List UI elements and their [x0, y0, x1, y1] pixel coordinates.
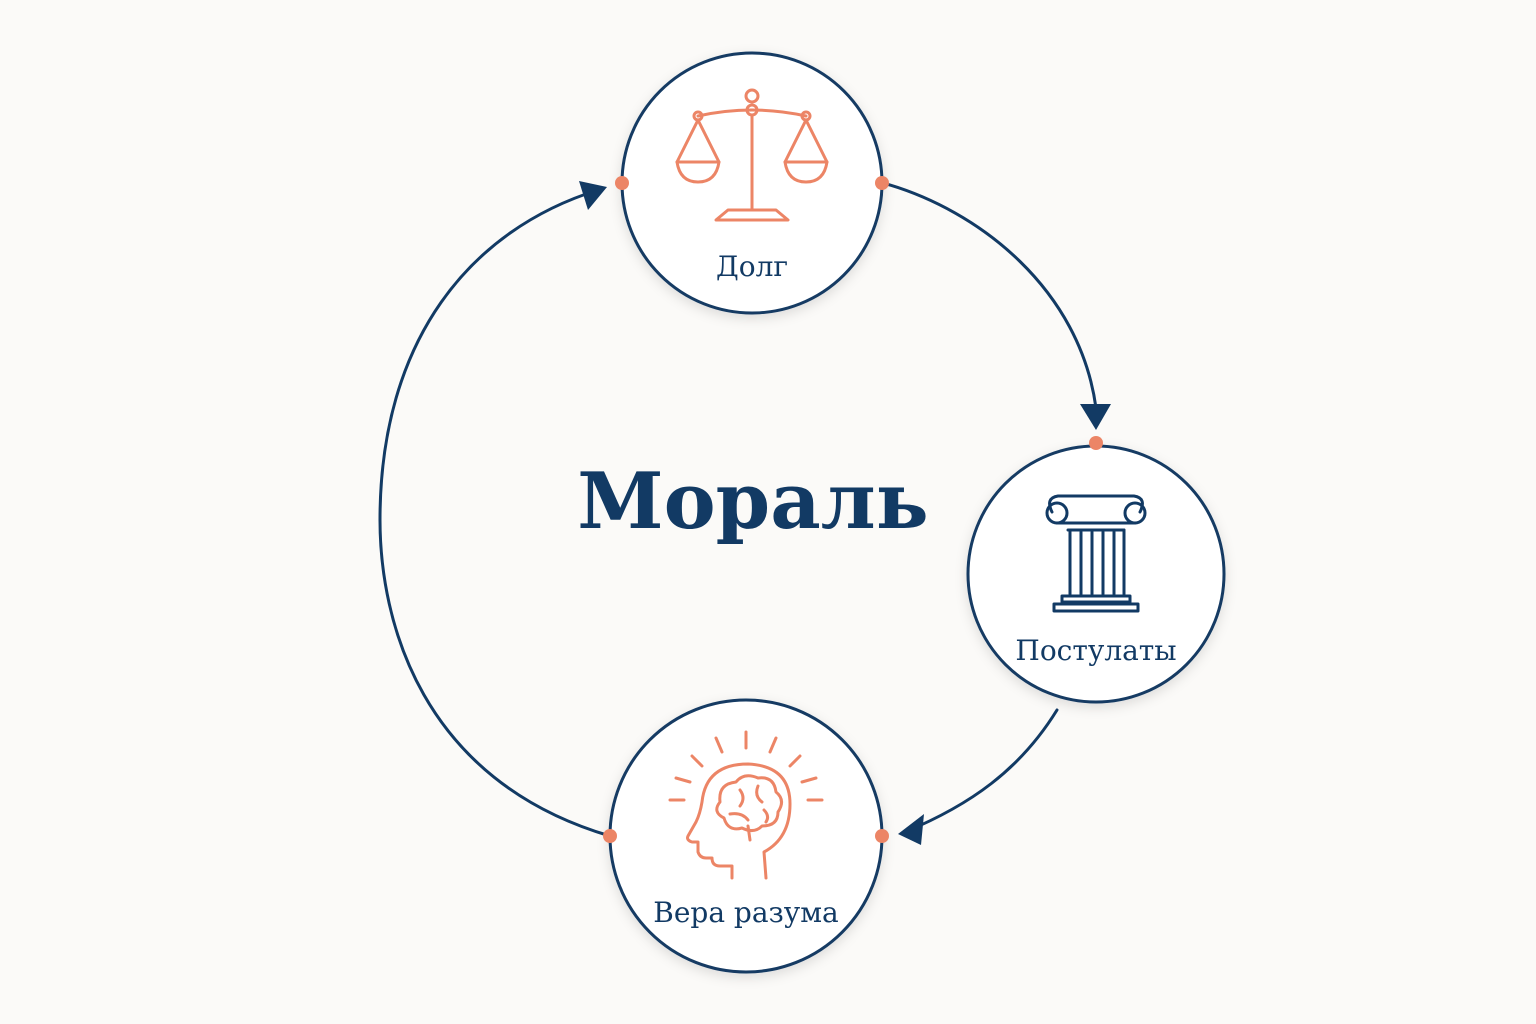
brain-head-icon [668, 730, 824, 880]
center-title: Мораль [577, 456, 928, 547]
node-duty: Долг [620, 51, 884, 315]
cycle-arrows [378, 181, 1098, 838]
connector-dot [875, 176, 889, 190]
node-duty-label: Долг [716, 250, 788, 283]
connector-dot [1089, 436, 1103, 450]
connector-dots [603, 176, 1103, 843]
connector-dot [615, 176, 629, 190]
arrow-faith-to-duty [378, 188, 612, 838]
arrowhead-to-faith [898, 814, 924, 845]
column-icon [1045, 494, 1147, 613]
connector-dot [603, 829, 617, 843]
scales-icon [675, 88, 829, 222]
node-postulates: Постулаты [966, 444, 1226, 704]
arrowhead-to-duty [579, 181, 607, 210]
arrow-postulates-to-faith [903, 708, 1059, 834]
arrowheads [579, 181, 1111, 845]
node-faith: Вера разума [608, 698, 884, 974]
node-faith-label: Вера разума [653, 896, 839, 929]
node-postulates-label: Постулаты [1015, 634, 1176, 667]
connector-dot [875, 829, 889, 843]
arrow-duty-to-postulates [881, 181, 1098, 410]
arrowhead-to-postulates [1080, 404, 1111, 430]
